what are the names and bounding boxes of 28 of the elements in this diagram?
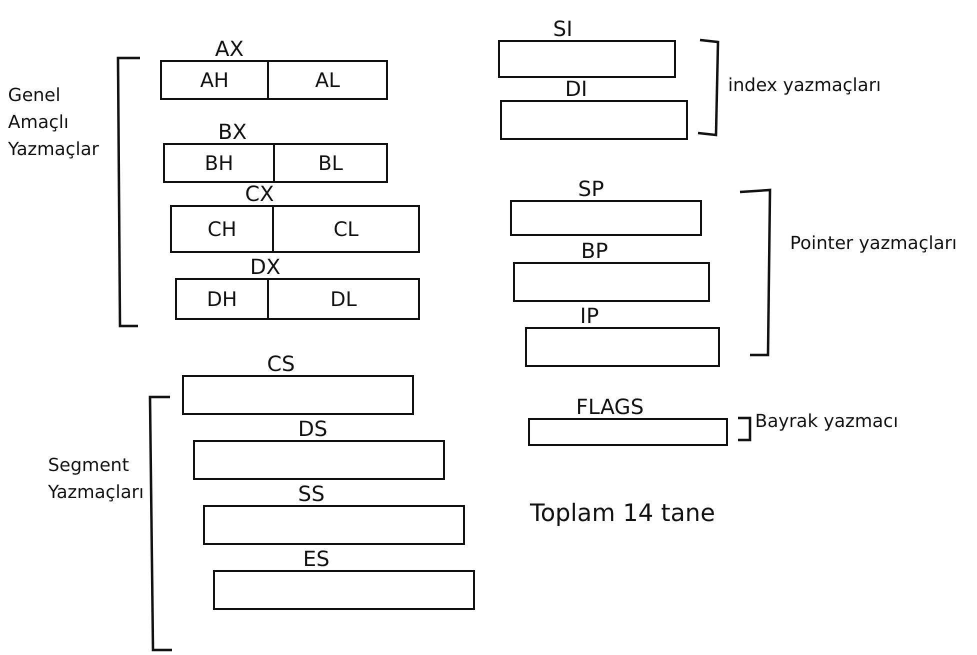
group-label: Pointer yazmaçları — [790, 232, 958, 256]
register-name: IP — [579, 305, 600, 327]
register-name: CS — [266, 353, 296, 375]
register-name: BP — [580, 240, 610, 262]
register-half: CL — [272, 207, 418, 251]
register-half: BH — [165, 145, 273, 181]
group-label: Segment Yazmaçları — [48, 454, 145, 505]
register-half: DL — [267, 280, 418, 318]
register-name: SP — [577, 178, 605, 200]
register-name: BX — [217, 121, 248, 143]
register-name: CX — [244, 183, 276, 205]
register-name: SI — [552, 18, 574, 40]
register-half: CH — [172, 207, 272, 251]
register-name: AX — [214, 38, 245, 60]
register-name: SS — [297, 483, 326, 505]
register-half: AH — [162, 62, 267, 98]
register-name: DS — [297, 418, 329, 440]
group-label: index yazmaçları — [728, 74, 882, 98]
register-half: AL — [267, 62, 386, 98]
group-label: Toplam 14 tane — [530, 498, 716, 529]
group-label: Bayrak yazmacı — [755, 410, 900, 434]
group-label: Genel Amaçlı Yazmaçlar — [8, 84, 100, 162]
register-name: DX — [249, 256, 282, 278]
register-half: DH — [177, 280, 267, 318]
register-name: FLAGS — [575, 396, 645, 418]
register-half: BL — [273, 145, 386, 181]
register-name: ES — [302, 548, 331, 570]
register-name: DI — [564, 78, 588, 100]
